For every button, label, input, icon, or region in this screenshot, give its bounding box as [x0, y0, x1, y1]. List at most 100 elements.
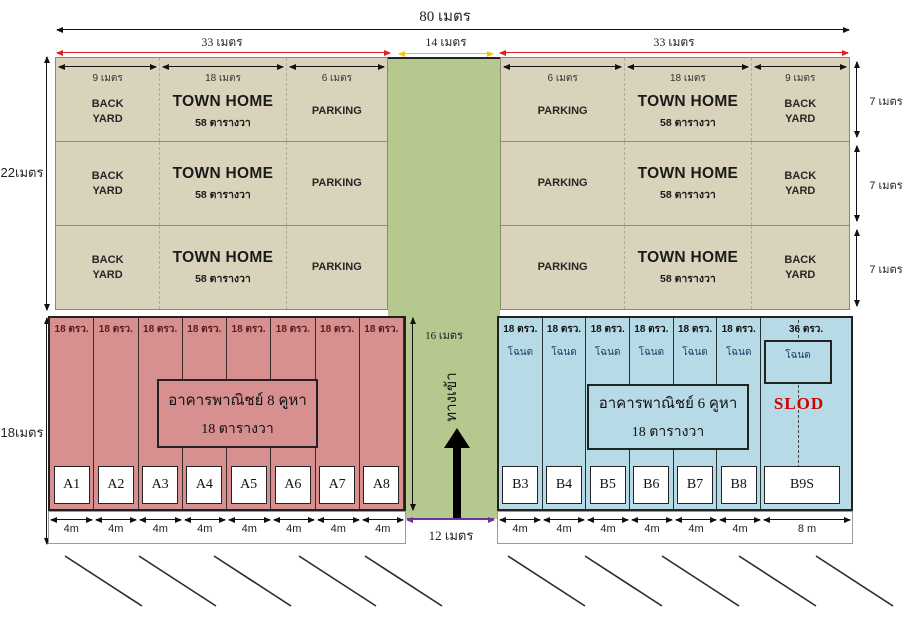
townhome-area: 58 ตารางวา: [195, 188, 251, 201]
unit-width-label: 4m: [556, 523, 572, 535]
left-block-width-label: 33 เมตร: [201, 35, 243, 49]
unit-width-cell: 4m: [49, 512, 94, 543]
backyard-cell: BACK YARD: [56, 226, 161, 309]
backyard-cell: BACK YARD: [56, 142, 161, 225]
unit-width-cell: 4m: [94, 512, 139, 543]
unit-box: B7: [677, 466, 714, 504]
parking-label: PARKING: [537, 177, 588, 190]
townhome-title: TOWN HOME: [172, 248, 274, 266]
townhome-cell: TOWN HOME 58 ตารางวา: [625, 142, 752, 225]
plot-column: 18 ตรว. A1: [50, 318, 95, 509]
parking-label: PARKING: [537, 261, 588, 274]
townhome-area: 58 ตารางวา: [659, 272, 716, 285]
plot-area-label: 18 ตรว.: [187, 324, 222, 335]
unit-width-cell: 4m: [183, 512, 228, 543]
unit-box: B5: [589, 466, 626, 504]
unit-width-cell: 4m: [674, 512, 718, 543]
unit-box: A3: [142, 466, 179, 504]
parking-cell: 6 เมตร PARKING: [287, 58, 387, 141]
deed-box: โฉนด: [764, 340, 833, 384]
unit-width-label: 4m: [644, 523, 660, 535]
top-height-dim-arrow: [44, 56, 51, 311]
plot-area-label: 18 ตรว.: [275, 324, 310, 335]
plot-area-label: 18 ตรว.: [54, 324, 89, 335]
parking-label: PARKING: [311, 261, 362, 274]
townhome-block-left: 9 เมตร BACK YARD 18 เมตร TOWN HOME 58 ตา…: [55, 57, 388, 310]
plot-area-label: 18 ตรว.: [677, 324, 713, 335]
deed-label: โฉนด: [638, 347, 665, 358]
unit-width-arrow: [543, 517, 585, 524]
unit-box: A1: [53, 466, 90, 504]
unit-width-label: 4m: [286, 523, 302, 535]
total-width-label: 80 เมตร: [419, 9, 471, 25]
townhome-title: TOWN HOME: [172, 92, 274, 110]
width-dim-label: 9 เมตร: [785, 73, 816, 84]
unit-width-label: 4m: [108, 523, 124, 535]
townhome-title: TOWN HOME: [637, 92, 739, 110]
plot-column: 18 ตรว. A7: [316, 318, 360, 509]
parking-cell: PARKING: [287, 142, 387, 225]
row-height-dim-arrow: [854, 229, 861, 307]
unit-box: A2: [97, 466, 134, 504]
block-a-area: 18 ตารางวา: [201, 421, 274, 437]
block-b-title-box: อาคารพาณิชย์ 6 คูหา 18 ตารางวา: [587, 384, 749, 450]
unit-width-arrow: [228, 517, 270, 524]
plot-area-label: 18 ตรว.: [546, 324, 582, 335]
plot-area-label: 18 ตรว.: [143, 324, 178, 335]
parking-cell: PARKING: [287, 226, 387, 309]
townhome-area: 58 ตารางวา: [195, 272, 251, 285]
townhome-title: TOWN HOME: [637, 164, 739, 182]
unit-width-cell: 4m: [316, 512, 361, 543]
unit-width-arrow: [763, 517, 851, 524]
plot-column: 18 ตรว. A2: [94, 318, 139, 509]
commercial-block-b: 18 ตรว. โฉนด B3 18 ตรว. โฉนด B4 18 ตรว. …: [497, 316, 853, 511]
width-dim-label: 18 เมตร: [205, 73, 241, 84]
unit-width-arrow: [94, 517, 137, 524]
unit-width-cell: 4m: [272, 512, 317, 543]
unit-box: A6: [274, 466, 311, 504]
unit-width-cell: 4m: [498, 512, 542, 543]
unit-width-cell: 4m: [586, 512, 630, 543]
backyard-cell: 9 เมตร BACK YARD: [752, 58, 849, 141]
unit-width-label: 4m: [197, 523, 213, 535]
width-dim-arrow: [502, 64, 623, 71]
unit-width-label: 4m: [330, 523, 346, 535]
backyard-label: BACK YARD: [91, 170, 124, 197]
parking-cell: PARKING: [501, 142, 626, 225]
unit-width-arrow: [183, 517, 226, 524]
townhome-cell: TOWN HOME 58 ตารางวา: [625, 226, 752, 309]
unit-box: A5: [230, 466, 267, 504]
unit-width-label: 4m: [152, 523, 168, 535]
plot-center-line: [798, 320, 800, 478]
backyard-label: BACK YARD: [784, 254, 817, 281]
row-height-dim-arrow: [854, 145, 861, 222]
deed-label: โฉนด: [594, 347, 621, 358]
block-b-area: 18 ตารางวา: [631, 425, 705, 440]
block-a-dim-strip: 4m 4m 4m 4m 4m 4m 4m 4m: [48, 511, 406, 544]
unit-width-arrow: [272, 517, 315, 524]
townhome-area: 58 ตารางวา: [659, 116, 716, 129]
backyard-label: BACK YARD: [784, 98, 817, 125]
wide-plot-column: 36 ตรว. โฉนด SLOD B9S: [761, 318, 851, 509]
unit-box: A8: [363, 466, 400, 504]
townhome-row: PARKING TOWN HOME 58 ตารางวา BACK YARD: [501, 226, 849, 309]
unit-width-cell: 4m: [361, 512, 406, 543]
parking-cell: PARKING: [501, 226, 626, 309]
plot-column: 18 ตรว. โฉนด B7: [674, 318, 718, 509]
parking-label: PARKING: [311, 177, 362, 190]
plot-area-label: 18 ตรว.: [721, 324, 756, 335]
unit-width-arrow: [361, 517, 404, 524]
townhome-block-right: 6 เมตร PARKING 18 เมตร TOWN HOME 58 ตารา…: [500, 57, 850, 310]
row-height-label: 7 เมตร: [869, 96, 903, 108]
plot-area-label: 18 ตรว.: [634, 324, 669, 335]
unit-width-cell: 4m: [227, 512, 272, 543]
unit-width-cell: 4m: [542, 512, 586, 543]
wide-plot-area-label: 36 ตรว.: [788, 324, 824, 335]
commercial-block-a: 18 ตรว. A1 18 ตรว. A2 18 ตรว. A3 18 ตรว.…: [48, 316, 406, 511]
plot-column: 18 ตรว. โฉนด B8: [717, 318, 762, 509]
unit-box: A7: [319, 466, 356, 504]
unit-box: A4: [186, 466, 223, 504]
block-b-title: อาคารพาณิชย์ 6 คูหา: [598, 396, 738, 412]
townhome-title: TOWN HOME: [637, 248, 739, 266]
